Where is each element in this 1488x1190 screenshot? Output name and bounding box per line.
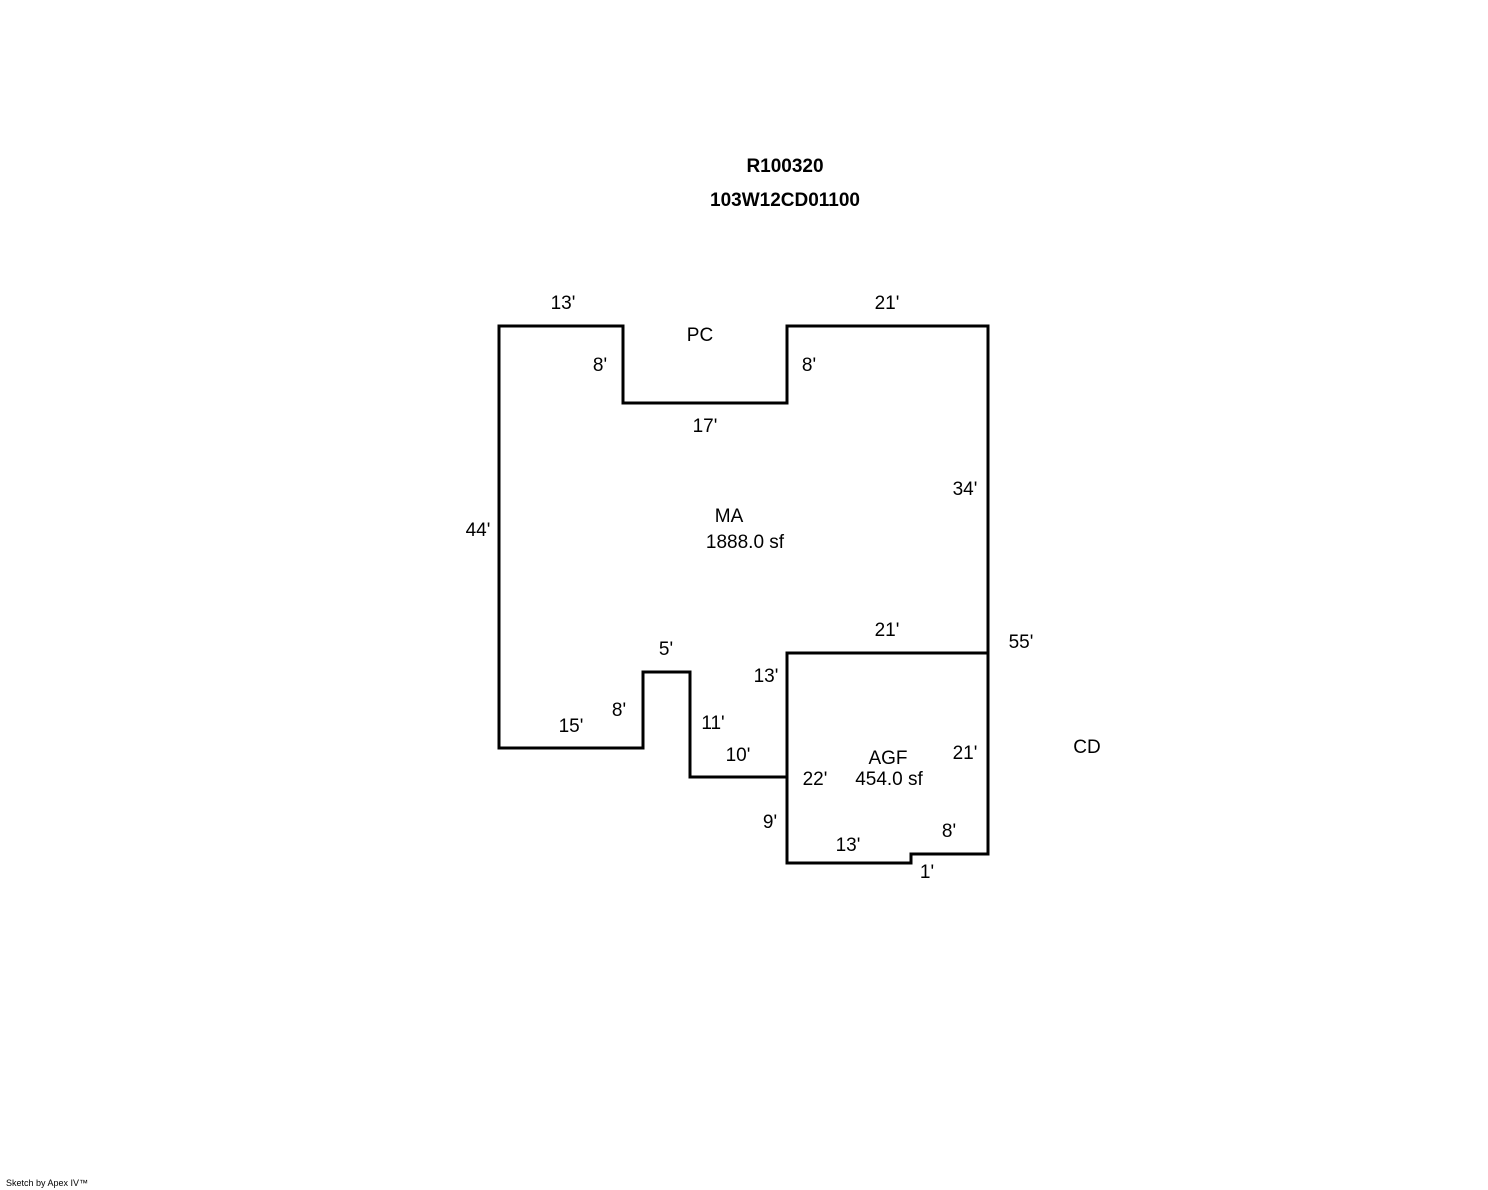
dim-step-bottom: 10' [726,745,751,766]
dim-agf-right: 21' [953,743,978,764]
dim-agf-step: 1' [920,862,934,883]
dim-left: 44' [466,520,491,541]
dim-jog-top: 5' [659,639,673,660]
sketch-credit: Sketch by Apex IV™ [6,1178,89,1188]
dim-right-upper: 34' [953,479,978,500]
dim-agf-top: 21' [875,620,900,641]
record-id: R100320 [746,156,824,177]
dim-agf-bottom-right: 8' [942,821,956,842]
dim-agf-left-upper: 13' [754,666,779,687]
dim-agf-left-total: 22' [803,769,828,790]
ma-area: 1888.0 sf [706,532,785,553]
dim-agf-bottom-left: 13' [836,835,861,856]
ma-label: MA [715,506,744,527]
agf-outline [785,651,990,865]
agf-label: AGF [868,748,907,769]
dim-notch-bottom: 17' [693,416,718,437]
dim-jog-left: 8' [612,700,626,721]
dim-bottom-left: 15' [559,716,584,737]
dim-right-total: 55' [1009,632,1034,653]
dim-top-right: 21' [875,293,900,314]
agf-area: 454.0 sf [855,769,923,790]
pc-label: PC [687,325,713,346]
dim-jog-right: 11' [701,713,724,734]
dim-notch-left: 8' [593,355,607,376]
dim-top-left: 13' [551,293,576,314]
dim-notch-right: 8' [802,355,816,376]
dim-agf-left-lower: 9' [763,812,777,833]
parcel-number: 103W12CD01100 [710,190,860,211]
cd-label: CD [1073,737,1100,758]
